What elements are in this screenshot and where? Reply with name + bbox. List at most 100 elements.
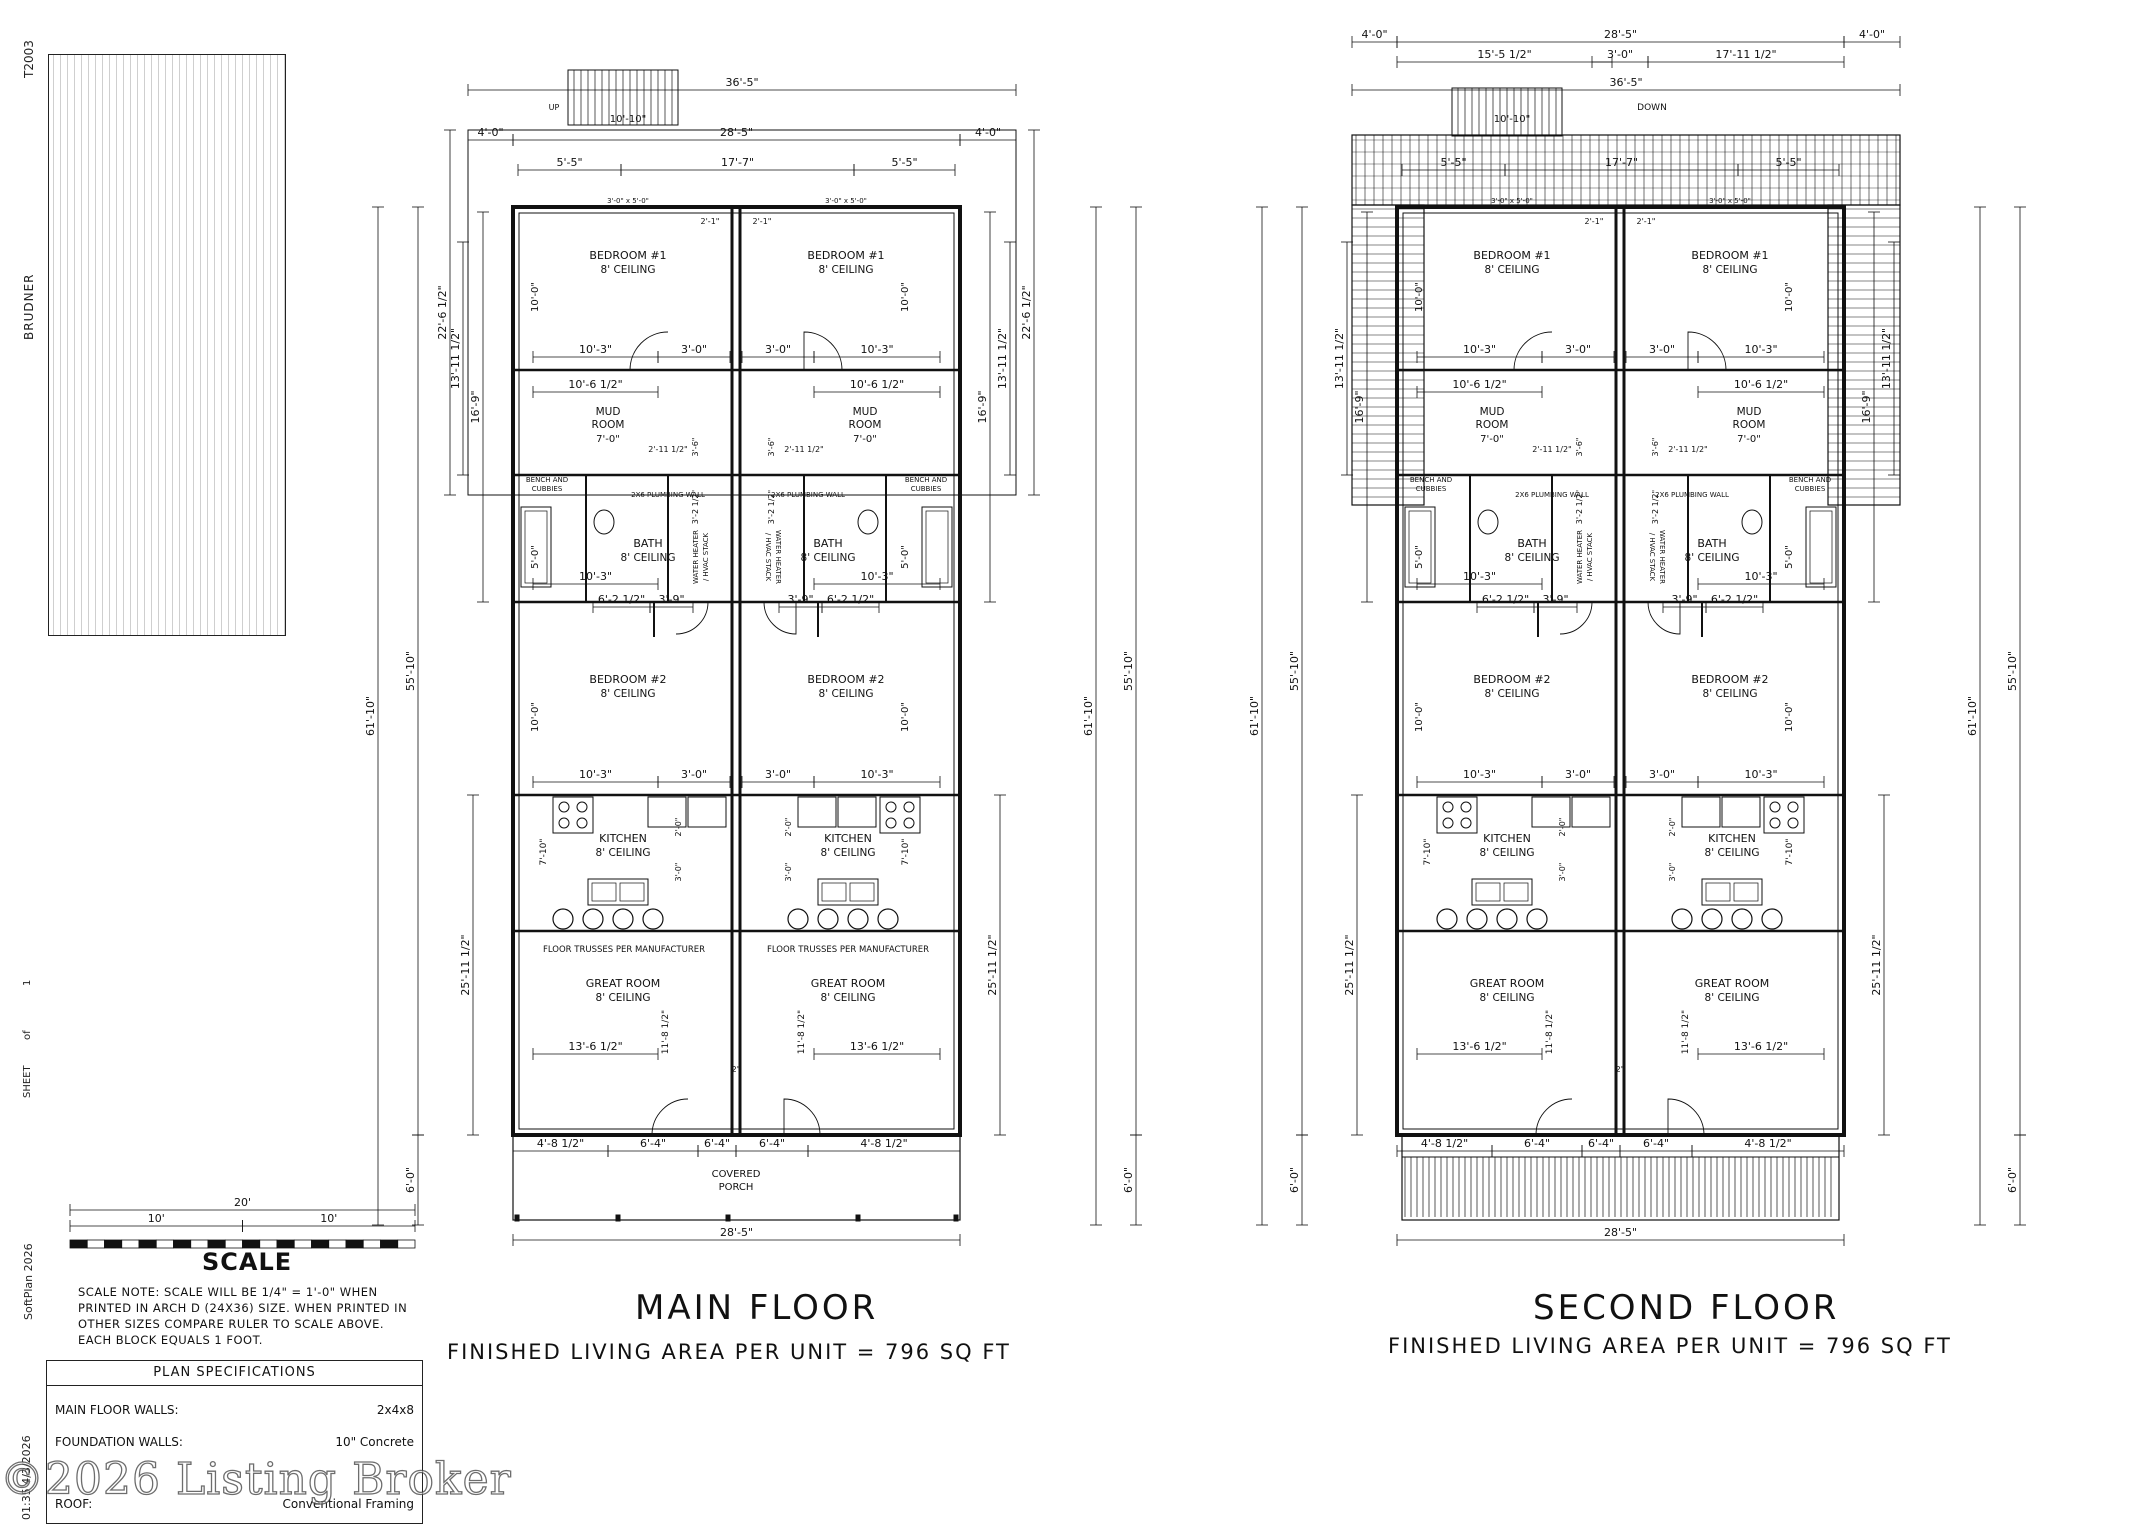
water-heater-label: / HVAC STACK bbox=[764, 533, 772, 582]
scale-block bbox=[207, 1239, 226, 1249]
bar-stool bbox=[1466, 908, 1488, 930]
mud-depth-dim: 7'-0" bbox=[1480, 434, 1504, 445]
dimension-label: 4'-8 1/2" bbox=[1744, 1137, 1791, 1150]
scale-block bbox=[276, 1239, 295, 1249]
great-room-label: GREAT ROOM bbox=[1695, 977, 1769, 990]
water-heater-label: / HVAC STACK bbox=[1648, 533, 1656, 582]
porch-post bbox=[953, 1214, 959, 1222]
lower-deck-roof bbox=[1401, 1134, 1840, 1221]
bath-label: BATH bbox=[813, 537, 842, 550]
roof-outline bbox=[1351, 204, 1425, 506]
water-heater-label: / HVAC STACK bbox=[1586, 532, 1594, 581]
bathtub bbox=[1805, 506, 1837, 588]
dimension-label: 6'-2 1/2" bbox=[1482, 593, 1529, 606]
bath-depth-dim: 5'-0" bbox=[1414, 545, 1425, 569]
scale-block bbox=[397, 1239, 416, 1249]
mud-depth-dim: 7'-0" bbox=[853, 434, 877, 445]
overall-width-dim: 36'-5" bbox=[725, 76, 758, 89]
deck-roof-outline bbox=[1401, 1134, 1840, 1221]
burner bbox=[1442, 817, 1454, 829]
range bbox=[879, 796, 921, 834]
scale-block bbox=[69, 1239, 88, 1249]
kitchen-label: KITCHEN bbox=[1708, 832, 1756, 845]
kitchen-sink bbox=[817, 878, 879, 906]
counter bbox=[797, 796, 837, 828]
dimension-label: 4'-0" bbox=[1361, 28, 1387, 41]
mud-room-label: ROOM bbox=[849, 419, 882, 431]
burner bbox=[885, 801, 897, 813]
bedroom2-label: BEDROOM #2 bbox=[1473, 673, 1550, 686]
porch-label: PORCH bbox=[719, 1182, 754, 1193]
bedroom2-label: 8' CEILING bbox=[1485, 688, 1540, 700]
bath-depth-dim: 5'-0" bbox=[1784, 545, 1795, 569]
mud-room-label: MUD bbox=[1737, 406, 1762, 418]
dimension-label: 13'-11 1/2" bbox=[996, 328, 1009, 389]
burner bbox=[1442, 801, 1454, 813]
great-room-label: GREAT ROOM bbox=[811, 977, 885, 990]
porch-label: COVERED bbox=[712, 1169, 761, 1180]
house-depth-dim: 55'-10" bbox=[1288, 651, 1301, 691]
counter bbox=[687, 796, 727, 828]
bed1-depth-dim: 10'-0" bbox=[530, 282, 541, 312]
bar-stool bbox=[1761, 908, 1783, 930]
bench-label: BENCH AND bbox=[905, 476, 947, 484]
sink-basin bbox=[821, 882, 847, 902]
bed2-depth-dim: 10'-0" bbox=[530, 702, 541, 732]
dimension-label: 10'-3" bbox=[579, 343, 612, 356]
stair-dim: 10'-10" bbox=[1494, 114, 1530, 125]
overall-width-dim: 36'-5" bbox=[1609, 76, 1642, 89]
small-dim: 2'-11 1/2" bbox=[1532, 445, 1571, 454]
plan-specifications-table: PLAN SPECIFICATIONS MAIN FLOOR WALLS: 2x… bbox=[46, 1360, 423, 1524]
burner bbox=[1769, 801, 1781, 813]
small-dim: 3'-0" bbox=[674, 863, 683, 882]
bar-stool bbox=[1496, 908, 1518, 930]
stair-dim: 10'-10" bbox=[610, 114, 646, 125]
dimension-label: 6'-4" bbox=[1643, 1137, 1669, 1150]
range bbox=[552, 796, 594, 834]
dimension-label: 28'-5" bbox=[720, 126, 753, 139]
sink-basin bbox=[591, 882, 617, 902]
bedroom1-label: BEDROOM #1 bbox=[589, 249, 666, 262]
dimension-label: 17'-11 1/2" bbox=[1715, 48, 1776, 61]
dimension-label: 13'-6 1/2" bbox=[568, 1040, 622, 1053]
window-label: 3'-0" x 5'-0" bbox=[1709, 197, 1751, 205]
closet-dim: 2'-1" bbox=[753, 217, 772, 226]
dimension-label: 13'-6 1/2" bbox=[850, 1040, 904, 1053]
dimension-label: 3'-0" bbox=[1649, 768, 1675, 781]
dimension-label: 10'-3" bbox=[860, 570, 893, 583]
water-heater-label: WATER HEATER bbox=[1658, 530, 1666, 584]
overall-depth-dim: 61'-10" bbox=[364, 696, 377, 736]
scale-block bbox=[104, 1239, 123, 1249]
dimension-label: 10'-3" bbox=[1744, 343, 1777, 356]
dimension-label: 6'-4" bbox=[1524, 1137, 1550, 1150]
kitchen-depth-dim: 7'-10" bbox=[1785, 838, 1795, 865]
scale-title: SCALE bbox=[202, 1248, 293, 1276]
scale-block bbox=[138, 1239, 157, 1249]
great-room-label: 8' CEILING bbox=[1705, 992, 1760, 1004]
kitchen-label: KITCHEN bbox=[599, 832, 647, 845]
sink-basin bbox=[1475, 882, 1501, 902]
great-room-label: 8' CEILING bbox=[821, 992, 876, 1004]
small-dim: 2'-11 1/2" bbox=[784, 445, 823, 454]
bar-stool bbox=[1526, 908, 1548, 930]
bath-depth-dim: 5'-0" bbox=[900, 545, 911, 569]
great-depth-dim: 11'-8 1/2" bbox=[1681, 1010, 1691, 1054]
bathtub-inner bbox=[1809, 510, 1833, 584]
bed2-depth-dim: 10'-0" bbox=[1784, 702, 1795, 732]
small-dim: 2'-11 1/2" bbox=[648, 445, 687, 454]
door-swing bbox=[675, 601, 709, 635]
door-swing bbox=[1513, 331, 1553, 371]
dimension-label: 3'-0" bbox=[1565, 768, 1591, 781]
upper-roof bbox=[1351, 134, 1901, 506]
kitchen-depth-dim: 7'-10" bbox=[539, 838, 549, 865]
toilet bbox=[857, 509, 879, 535]
house-depth-dim: 55'-10" bbox=[404, 651, 417, 691]
counter bbox=[837, 796, 877, 828]
small-dim: 3'-6" bbox=[767, 438, 776, 457]
dimension-label: 6'-4" bbox=[704, 1137, 730, 1150]
toilet bbox=[1741, 509, 1763, 535]
bench-label: CUBBIES bbox=[1416, 485, 1447, 493]
bath-label: 8' CEILING bbox=[801, 552, 856, 564]
kitchen-sink bbox=[1701, 878, 1763, 906]
dimension-label: 5'-5" bbox=[1440, 156, 1466, 169]
